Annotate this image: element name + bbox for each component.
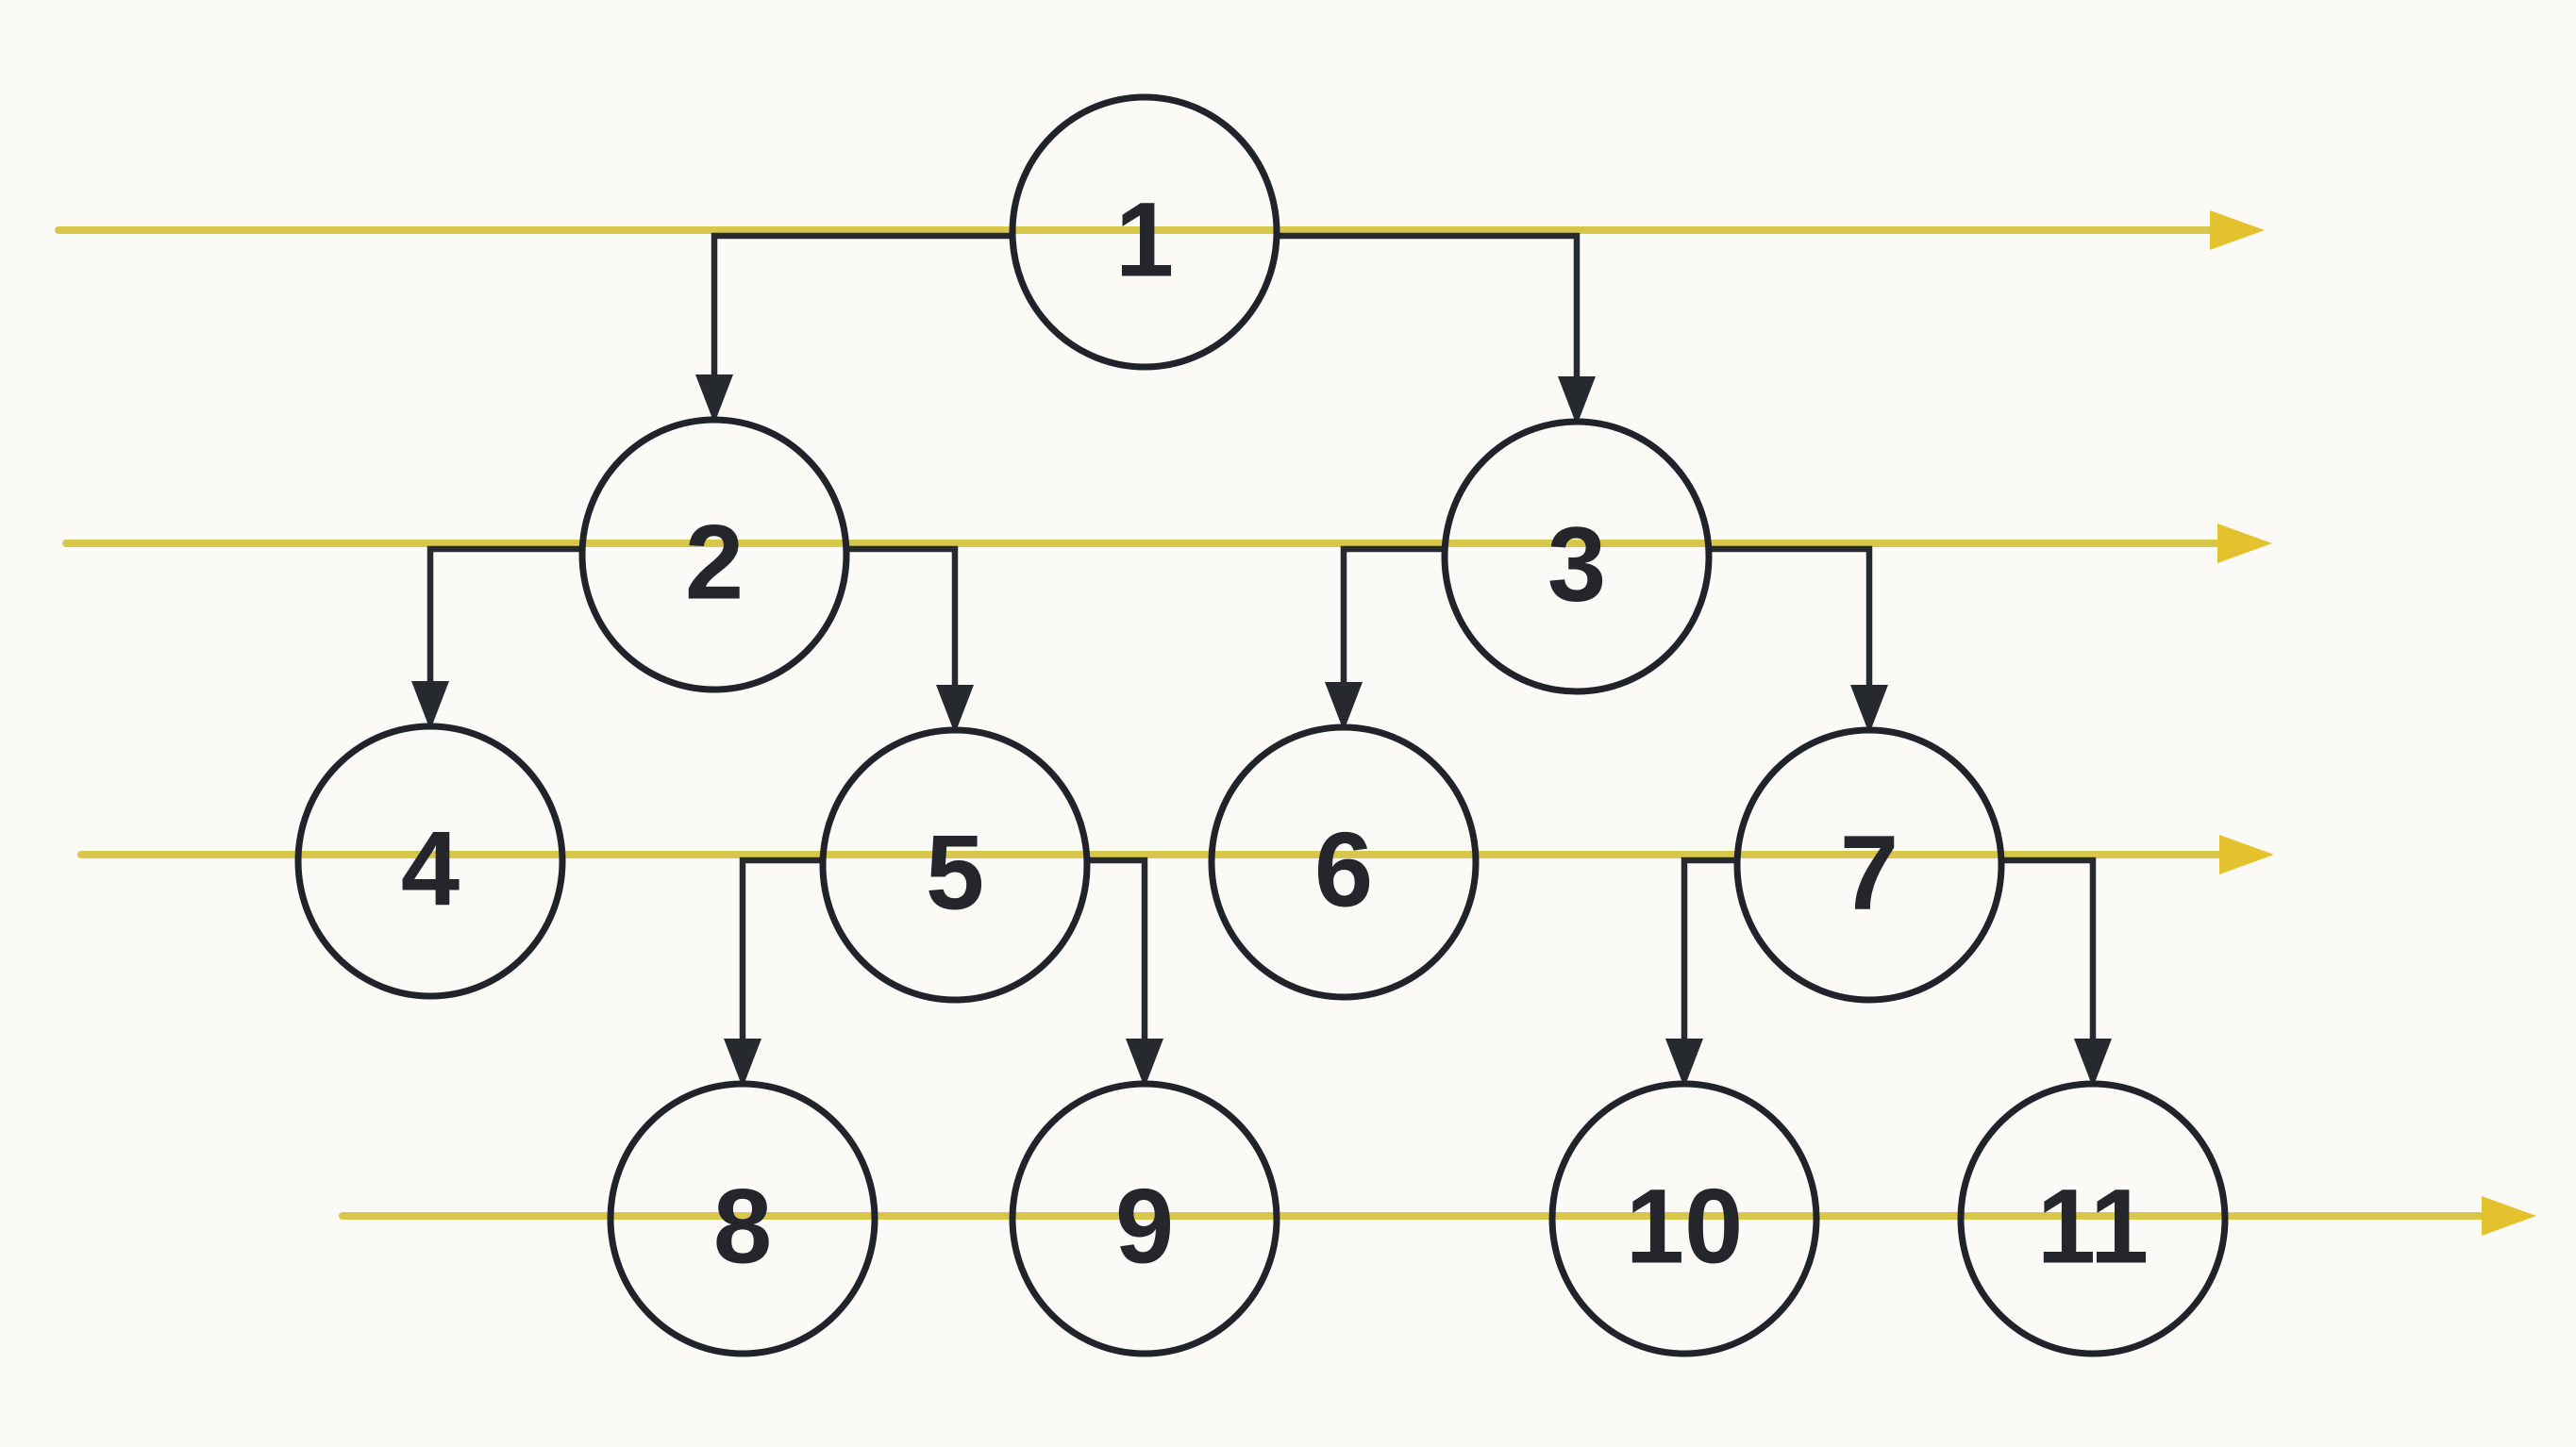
node-circle-2 — [578, 416, 850, 693]
edge-1-2 — [695, 232, 1012, 424]
tree-node-10: 10 — [1548, 1080, 1820, 1357]
edge-line-1-2 — [711, 232, 1012, 380]
node-label-3: 3 — [1547, 506, 1606, 624]
node-circle-9 — [1009, 1080, 1280, 1357]
edge-7-10 — [1665, 857, 1737, 1088]
tree-node-5: 5 — [819, 726, 1091, 1004]
edge-arrowhead-icon-5-9 — [1126, 1039, 1163, 1088]
level-arrow-3 — [77, 835, 2274, 874]
edge-arrowhead-icon-7-11 — [2074, 1039, 2112, 1088]
node-label-1: 1 — [1115, 181, 1174, 299]
level-arrowhead-icon-1 — [2210, 210, 2265, 250]
edge-arrowhead-icon-5-8 — [724, 1039, 761, 1088]
edge-arrowhead-icon-1-2 — [695, 374, 733, 424]
node-circle-5 — [819, 726, 1091, 1004]
edge-line-7-10 — [1681, 857, 1737, 1044]
node-circle-3 — [1441, 418, 1713, 695]
level-arrow-1 — [55, 210, 2265, 250]
tree-node-3: 3 — [1441, 418, 1713, 695]
edge-line-5-9 — [1087, 857, 1148, 1044]
edge-3-6 — [1325, 545, 1445, 731]
node-circle-10 — [1548, 1080, 1820, 1357]
edge-1-3 — [1277, 232, 1596, 425]
tree-node-7: 7 — [1733, 726, 2005, 1004]
level-arrowhead-icon-2 — [2217, 524, 2272, 563]
edge-5-9 — [1087, 857, 1163, 1088]
node-label-2: 2 — [685, 504, 744, 622]
tree-node-1: 1 — [1009, 93, 1280, 371]
edge-2-5 — [846, 545, 974, 734]
tree-node-8: 8 — [607, 1080, 878, 1357]
edge-3-7 — [1709, 545, 1888, 734]
level-arrowhead-icon-3 — [2219, 835, 2274, 874]
node-label-9: 9 — [1115, 1168, 1174, 1286]
edge-line-3-6 — [1340, 545, 1445, 688]
level-arrowhead-icon-4 — [2482, 1196, 2536, 1236]
edge-arrowhead-icon-2-5 — [936, 685, 974, 734]
edge-arrowhead-icon-1-3 — [1558, 376, 1596, 425]
edge-line-7-11 — [2001, 857, 2097, 1044]
node-circle-8 — [607, 1080, 878, 1357]
level-arrow-2 — [62, 524, 2272, 563]
edge-arrowhead-icon-7-10 — [1665, 1039, 1703, 1088]
tree-node-4: 4 — [294, 723, 566, 1000]
edge-5-8 — [724, 857, 823, 1088]
node-label-8: 8 — [713, 1168, 772, 1286]
node-circle-11 — [1957, 1080, 2229, 1357]
node-label-11: 11 — [2037, 1168, 2149, 1286]
edge-line-1-3 — [1277, 232, 1581, 382]
edge-line-2-4 — [427, 545, 582, 687]
edge-line-5-8 — [739, 857, 823, 1044]
node-label-6: 6 — [1314, 811, 1373, 929]
edge-arrowhead-icon-3-7 — [1850, 685, 1888, 734]
node-label-10: 10 — [1626, 1168, 1744, 1286]
node-circle-1 — [1009, 93, 1280, 371]
tree-node-11: 11 — [1957, 1080, 2229, 1357]
node-label-4: 4 — [401, 810, 460, 928]
tree-node-9: 9 — [1009, 1080, 1280, 1357]
edge-7-11 — [2001, 857, 2112, 1088]
node-label-7: 7 — [1840, 814, 1899, 932]
edge-arrowhead-icon-3-6 — [1325, 682, 1363, 731]
node-circle-4 — [294, 723, 566, 1000]
tree-node-6: 6 — [1208, 724, 1480, 1001]
node-label-5: 5 — [926, 814, 984, 932]
level-arrow-4 — [339, 1196, 2536, 1236]
edge-arrowhead-icon-2-4 — [411, 681, 449, 730]
node-circle-6 — [1208, 724, 1480, 1001]
edge-line-2-5 — [846, 545, 959, 690]
edge-line-3-7 — [1709, 545, 1873, 690]
node-circle-7 — [1733, 726, 2005, 1004]
tree-node-2: 2 — [578, 416, 850, 693]
edge-2-4 — [411, 545, 582, 730]
